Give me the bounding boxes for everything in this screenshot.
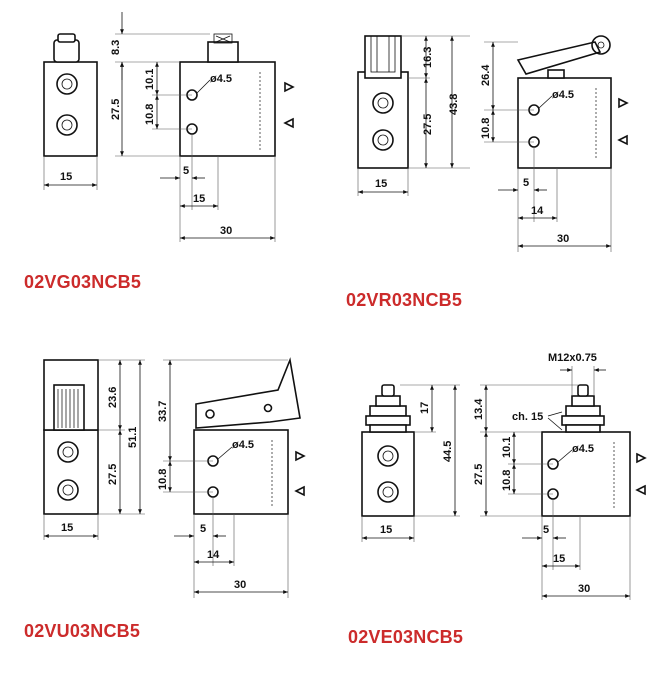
vg-dim-top: 8.3 xyxy=(110,40,122,55)
vr-dim-hole-spacing: 10.8 xyxy=(480,118,492,139)
vu-hole-dia: ø4.5 xyxy=(232,439,254,451)
vr-dim-lever-x: 14 xyxy=(531,205,544,217)
vu-dim-hole-offset: 5 xyxy=(200,523,206,535)
drawing-vu: 15 23.6 27.5 51.1 ø4.5 xyxy=(43,357,306,598)
vu-front-view: ø4.5 33.7 10.8 5 14 30 xyxy=(157,357,306,598)
vr-dim-total-height: 43.8 xyxy=(448,94,460,115)
vu-dim-total-height: 51.1 xyxy=(127,427,139,448)
vg-dim-upper-hole: 10.1 xyxy=(144,69,156,90)
vr-dim-width-side: 15 xyxy=(375,178,387,190)
drawing-ve: 15 17 44.5 ø4.5 M12x0.75 xyxy=(361,352,647,600)
model-label-vu: 02VU03NCB5 xyxy=(24,621,141,641)
vu-dim-lever-x: 14 xyxy=(207,549,220,561)
vg-hole-dia: ø4.5 xyxy=(210,73,232,85)
vr-hole-dia: ø4.5 xyxy=(552,89,574,101)
vg-side-view: 15 xyxy=(43,33,98,190)
vr-dim-hole-offset: 5 xyxy=(523,177,529,189)
vr-dim-roller-block: 16.3 xyxy=(422,47,434,68)
vr-dim-body-height: 27.5 xyxy=(422,114,434,135)
vu-dim-width-side: 15 xyxy=(61,522,73,534)
ve-dim-body-height: 27.5 xyxy=(473,464,485,485)
vg-dim-width-side: 15 xyxy=(60,171,72,183)
vu-dim-knob-height: 23.6 xyxy=(107,387,119,408)
drawing-vg: 15 ø4.5 8.3 27.5 10.1 xyxy=(43,12,295,242)
ve-dim-upper-hole: 10.1 xyxy=(501,437,513,458)
vu-side-view: 15 23.6 27.5 51.1 xyxy=(43,359,145,540)
ve-hole-dia: ø4.5 xyxy=(572,443,594,455)
vu-dim-lever-height: 33.7 xyxy=(157,401,169,422)
vg-dim-length: 30 xyxy=(220,225,232,237)
ve-dim-stem-height: 17 xyxy=(419,402,431,414)
ve-thread-label: M12x0.75 xyxy=(548,352,597,364)
ve-dim-stem-top: 13.4 xyxy=(473,398,485,420)
ve-nut-label: ch. 15 xyxy=(512,411,543,423)
ve-dim-stem-x: 15 xyxy=(553,553,565,565)
vr-front-view: ø4.5 26.4 10.8 5 14 30 xyxy=(480,35,629,252)
ve-side-view: 15 17 44.5 xyxy=(361,384,460,542)
vg-front-view: ø4.5 8.3 27.5 10.1 10.8 5 15 xyxy=(110,12,295,242)
model-label-vr: 02VR03NCB5 xyxy=(346,290,463,310)
vu-dim-hole-spacing: 10.8 xyxy=(157,469,169,490)
vu-dim-length: 30 xyxy=(234,579,246,591)
model-label-ve: 02VE03NCB5 xyxy=(348,627,464,647)
vr-side-view: 15 16.3 27.5 43.8 xyxy=(357,35,470,196)
ve-front-view: ø4.5 M12x0.75 ch. 15 13.4 27.5 10.1 10.8 xyxy=(473,352,647,600)
ve-dim-hole-offset: 5 xyxy=(543,524,549,536)
vu-dim-body-height: 27.5 xyxy=(107,464,119,485)
vg-dim-hole-spacing: 10.8 xyxy=(144,104,156,125)
ve-dim-length: 30 xyxy=(578,583,590,595)
ve-dim-total-height: 44.5 xyxy=(442,441,454,462)
model-label-vg: 02VG03NCB5 xyxy=(24,272,142,292)
ve-dim-hole-spacing: 10.8 xyxy=(501,470,513,491)
vg-dim-hole-offset: 5 xyxy=(183,165,189,177)
vr-dim-lever-height: 26.4 xyxy=(480,64,492,86)
drawing-vr: 15 16.3 27.5 43.8 ø4.5 xyxy=(357,35,629,252)
vg-dim-height: 27.5 xyxy=(110,99,122,120)
vg-dim-hole-x: 15 xyxy=(193,193,205,205)
ve-dim-width-side: 15 xyxy=(380,524,392,536)
vr-dim-length: 30 xyxy=(557,233,569,245)
